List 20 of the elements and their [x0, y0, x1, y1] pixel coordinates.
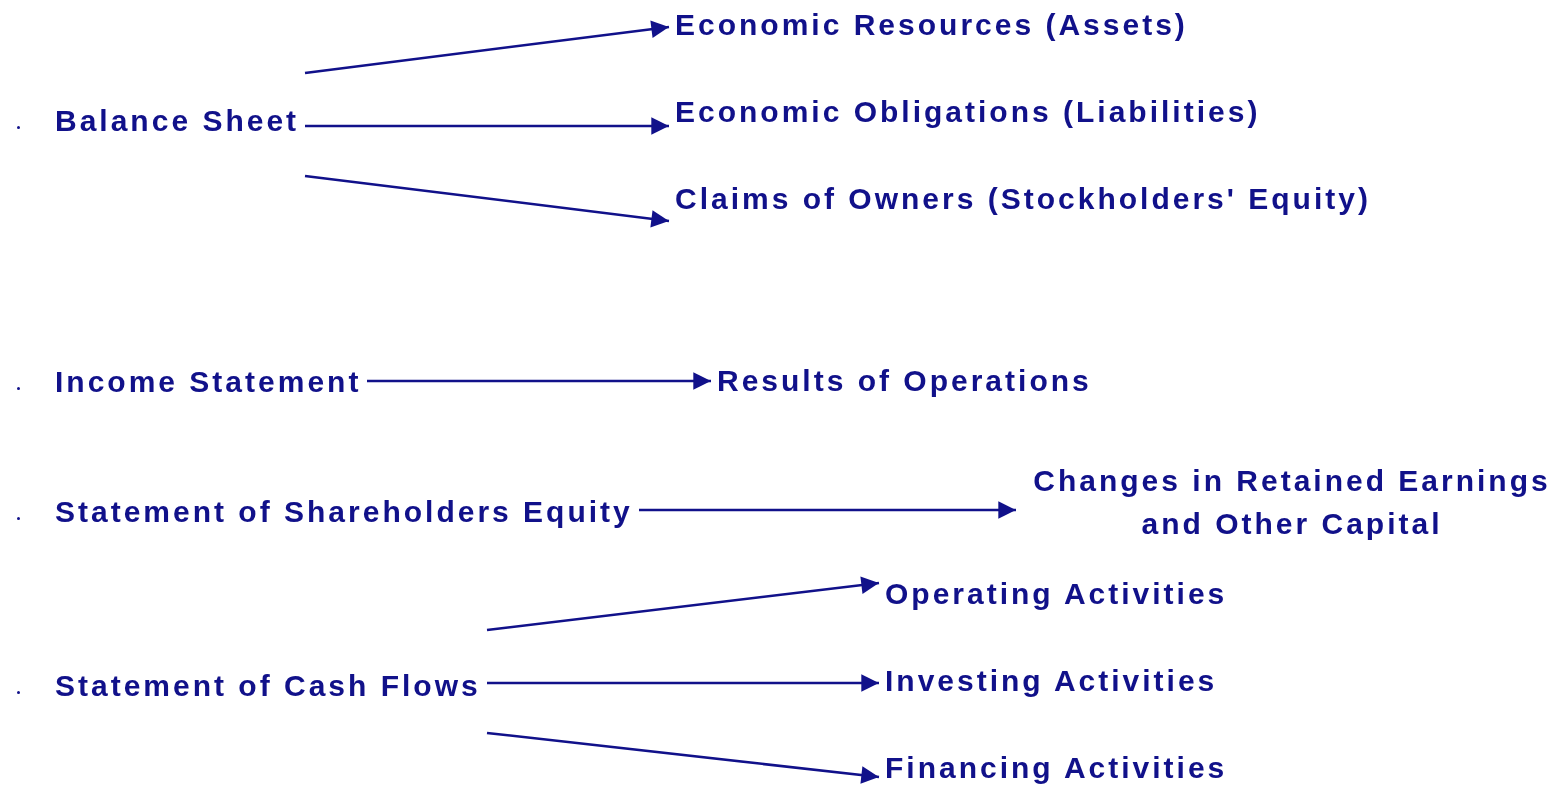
- arrow: [367, 372, 711, 390]
- statement-text: Operating Activities: [885, 576, 1228, 612]
- statement-text: Economic Resources (Assets): [675, 7, 1188, 43]
- arrow: [486, 731, 880, 784]
- statement-text: Statement of Shareholders Equity: [55, 494, 633, 530]
- statement-text: Results of Operations: [717, 363, 1092, 399]
- statement-text: Income Statement: [55, 364, 362, 400]
- arrow: [487, 674, 879, 692]
- statement-text: Claims of Owners (Stockholders' Equity): [675, 181, 1371, 217]
- statement-text: Economic Obligations (Liabilities): [675, 94, 1261, 130]
- arrow: [304, 174, 670, 228]
- statement-text: Investing Activities: [885, 663, 1218, 699]
- statement-text: Financing Activities: [885, 750, 1228, 786]
- statement-text: Changes in Retained Earnings and Other Capital: [1022, 459, 1562, 545]
- arrow: [486, 576, 880, 632]
- arrow: [305, 117, 669, 135]
- arrow: [639, 501, 1016, 519]
- arrow: [304, 20, 670, 75]
- statement-text: Statement of Cash Flows: [55, 668, 481, 704]
- statement-text: Balance Sheet: [55, 103, 300, 139]
